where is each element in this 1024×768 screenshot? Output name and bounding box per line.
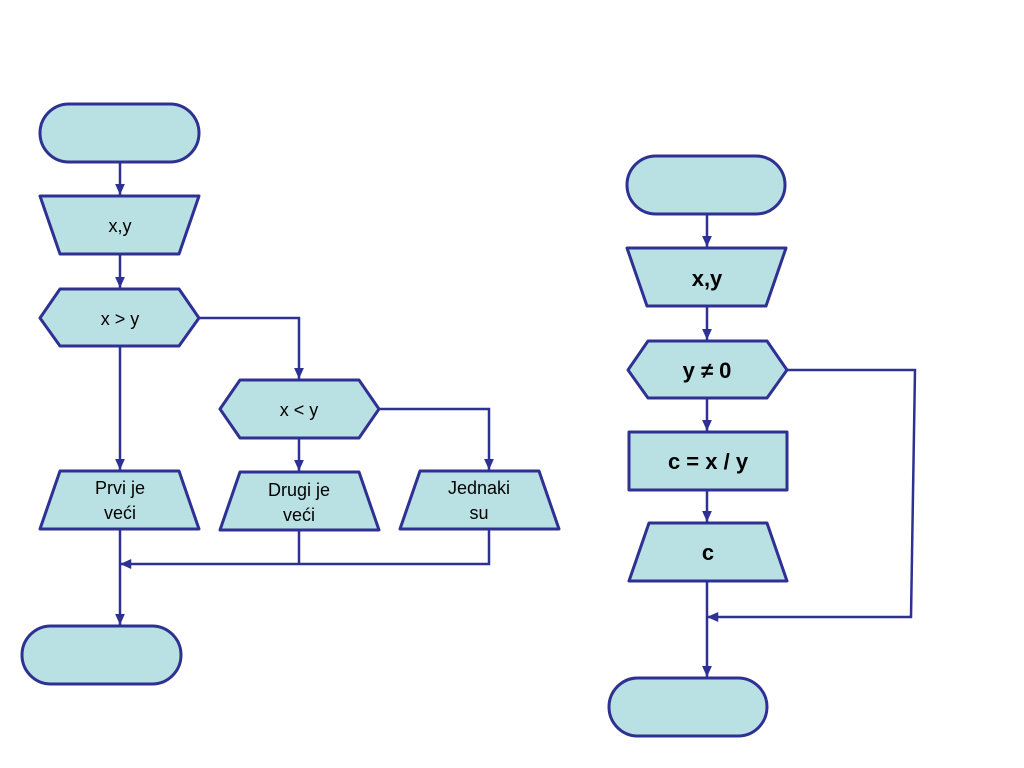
output-3-label-line-1: Jednaki	[448, 478, 510, 498]
process-shape	[627, 430, 789, 492]
decision-2-shape	[218, 378, 381, 440]
input-label-right: x,y	[692, 266, 723, 291]
connector-output-3-merge	[120, 530, 491, 569]
process-label: c = x / y	[668, 449, 749, 474]
output-2-label-line-1: Drugi je	[268, 480, 330, 500]
decision-1-shape	[38, 287, 201, 348]
connector-no-output-3	[379, 407, 494, 470]
output-label-right: c	[702, 540, 714, 565]
end-terminal	[20, 624, 183, 686]
output-1-label-line-1: Prvi je	[95, 478, 145, 498]
input-shape-right	[625, 246, 788, 308]
input-shape	[38, 194, 201, 256]
output-shape-right	[627, 521, 789, 583]
input-label: x,y	[108, 216, 131, 236]
decision-2-label: x < y	[280, 400, 319, 420]
left-flowchart: x,y x > y x < y Prvi je veći Drugi je ve…	[20, 102, 561, 686]
output-2-label-line-2: veći	[283, 505, 315, 525]
connector-no-decision-2	[200, 316, 304, 379]
end-terminal-right	[607, 676, 769, 738]
connector-bypass-loop	[707, 368, 917, 622]
output-1-label-line-2: veći	[104, 503, 136, 523]
right-flowchart: x,y y ≠ 0 c = x / y c	[607, 154, 917, 738]
output-3-label-line-2: su	[469, 503, 488, 523]
output-3-shape	[398, 469, 561, 531]
output-1-shape	[38, 469, 201, 531]
decision-shape-right	[626, 339, 789, 400]
output-2-shape	[218, 470, 381, 532]
decision-1-label: x > y	[101, 309, 140, 329]
start-terminal	[38, 102, 201, 164]
decision-label-right: y ≠ 0	[683, 358, 732, 383]
start-terminal-right	[625, 154, 787, 216]
